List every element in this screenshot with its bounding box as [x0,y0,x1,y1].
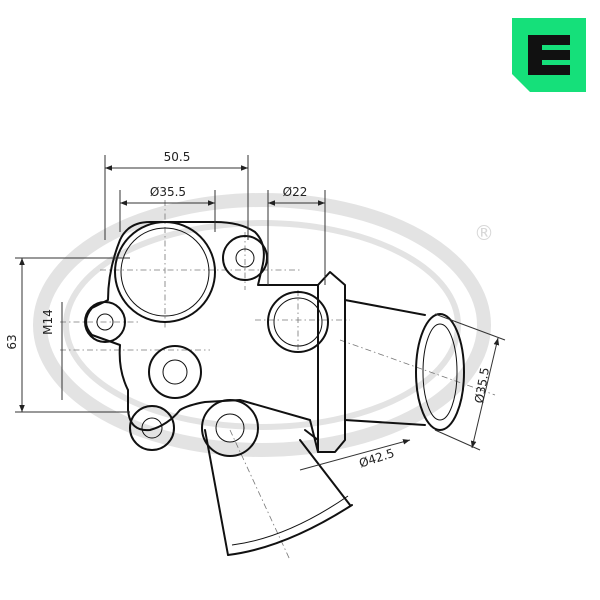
centerlines [60,200,496,561]
dim-lower-outlet: Ø42.5 [357,446,396,470]
dim-side-bore: Ø22 [283,185,308,199]
dim-outlet-bore: Ø35.5 [472,366,492,404]
era-e-logo [512,18,586,92]
registered-mark: ® [474,221,494,245]
dim-width-overall: 50.5 [164,150,191,164]
dimension-lines [15,155,506,471]
dim-bolt-thread: M14 [41,309,55,335]
thermostat-housing [84,221,465,556]
dim-height-overall: 63 [5,334,19,349]
dim-main-bore: Ø35.5 [150,185,186,199]
era-oval-watermark: ® [33,193,494,457]
